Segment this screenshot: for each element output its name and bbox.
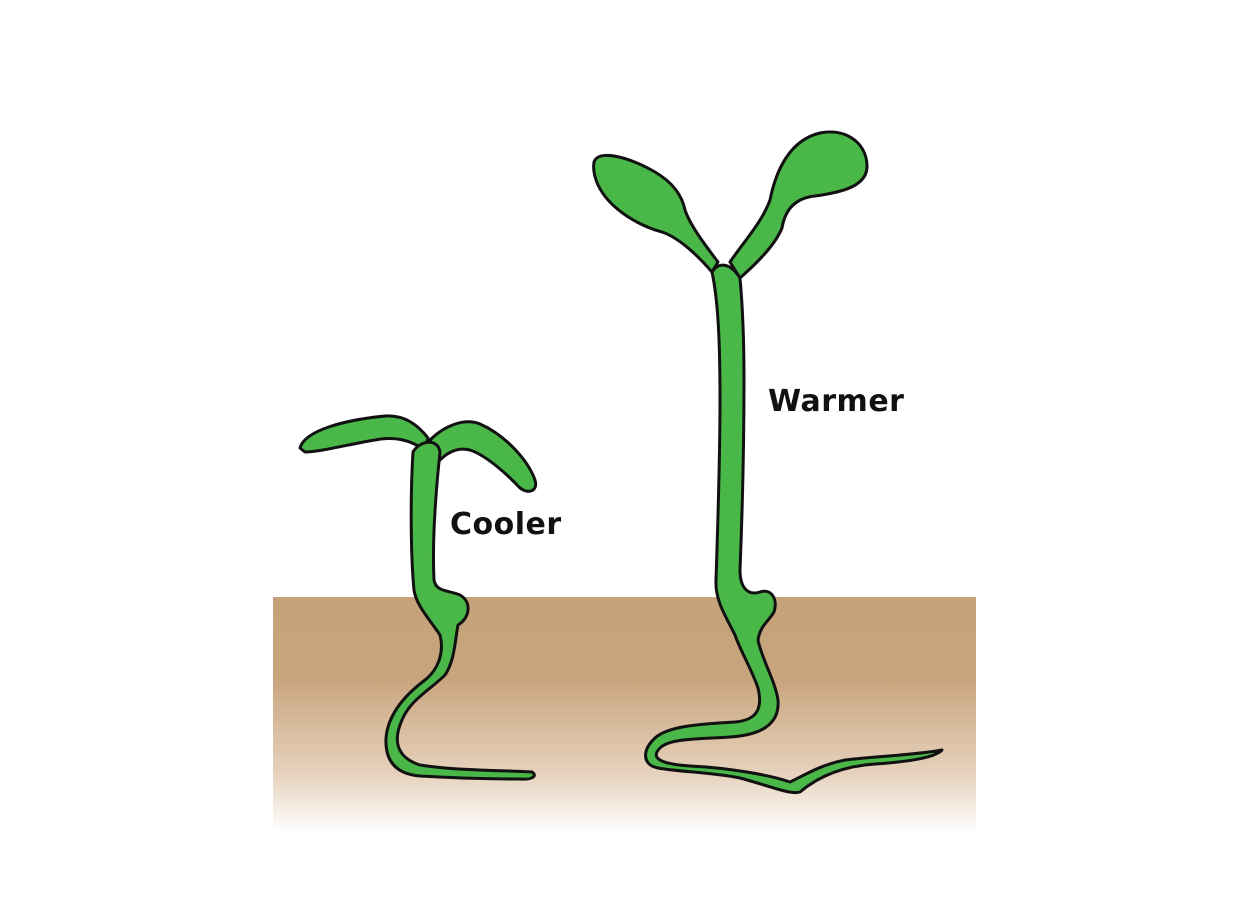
- warmer-seedling: [592, 130, 944, 795]
- soil-block: [273, 597, 976, 833]
- warmer-right-cotyledon: [728, 130, 869, 280]
- warmer-stem-root: [644, 263, 944, 795]
- warmer-left-cotyledon: [592, 153, 720, 274]
- cooler-right-cotyledon: [428, 420, 538, 493]
- cooler-seedling: [298, 414, 538, 781]
- cooler-label: Cooler: [450, 507, 562, 542]
- cooler-stem-root: [384, 440, 536, 781]
- warmer-label: Warmer: [768, 384, 905, 419]
- cooler-left-cotyledon: [298, 414, 430, 454]
